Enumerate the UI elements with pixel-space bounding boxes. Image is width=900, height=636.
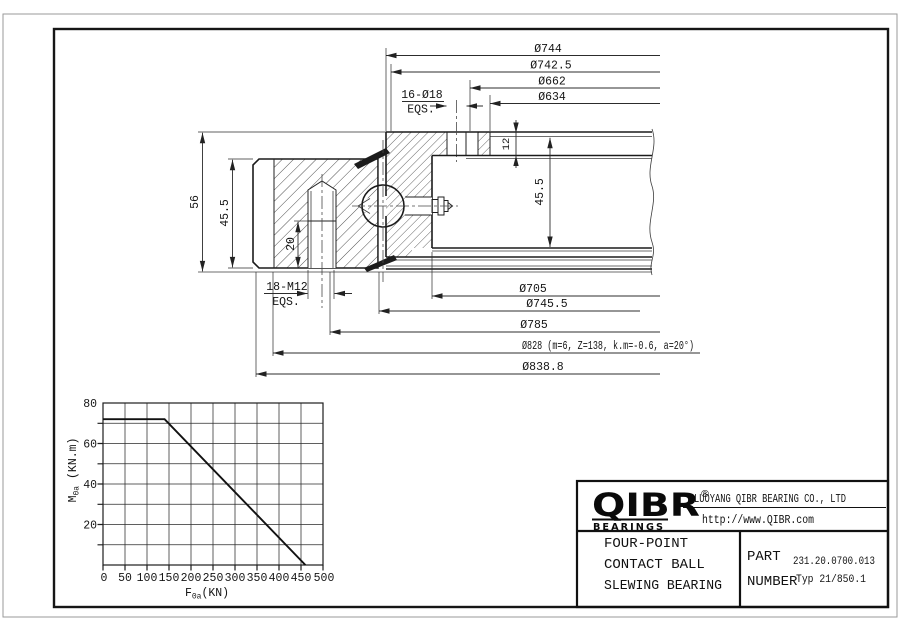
dim-label-745-5: Ø745.5 — [526, 298, 568, 311]
dim-label-20: 20 — [285, 237, 298, 251]
x-tick-50: 50 — [118, 572, 132, 585]
top-hole-eqs-label: EQS. — [407, 104, 435, 117]
product-name-line1: FOUR-POINT — [604, 536, 688, 552]
x-tick-400: 400 — [269, 572, 290, 585]
y-tick-60: 60 — [83, 439, 97, 452]
inner-ring-hatch — [386, 132, 447, 257]
y-tick-20: 20 — [83, 520, 97, 533]
dim-label-45-5-left: 45.5 — [219, 199, 232, 227]
dim-label-662: Ø662 — [538, 76, 566, 89]
x-tick-0: 0 — [101, 572, 108, 585]
top-seal — [354, 148, 390, 169]
dim-label-785: Ø785 — [520, 319, 548, 332]
x-axis-label: F0a(KN) — [185, 587, 229, 602]
dimension-annotations: Ø744 Ø742.5 Ø662 Ø634 16-Ø18 EQS. 56 45.… — [189, 43, 700, 377]
dim-label-744: Ø744 — [534, 43, 562, 56]
dim-label-56: 56 — [189, 195, 202, 209]
top-hole-count-label: 16-Ø18 — [401, 89, 443, 102]
y-tick-40: 40 — [83, 479, 97, 492]
bottom-hole-count-label: 18-M12 — [266, 281, 308, 294]
dim-label-742-5: Ø742.5 — [530, 60, 572, 73]
x-tick-250: 250 — [203, 572, 224, 585]
part-number-value: 231.20.0700.013 — [793, 556, 875, 568]
company-website: http://www.QIBR.com — [702, 513, 814, 527]
product-name-line2: CONTACT BALL — [604, 557, 705, 573]
bearing-cross-section — [198, 100, 655, 308]
x-tick-300: 300 — [225, 572, 246, 585]
dim-label-838-8: Ø838.8 — [522, 361, 564, 374]
qibr-logo: QIBR ® BEARINGS — [592, 486, 710, 533]
static-load-chart: 80 60 40 20 0 50 100 150 200 250 300 350… — [67, 398, 334, 602]
dim-label-705: Ø705 — [519, 283, 547, 296]
paper-border — [2, 13, 898, 618]
x-tick-350: 350 — [247, 572, 268, 585]
y-axis-label: M0a (KN.m) — [67, 438, 82, 503]
x-tick-100: 100 — [137, 572, 158, 585]
y-tick-80: 80 — [83, 398, 97, 411]
logo-subtext: BEARINGS — [593, 522, 665, 533]
x-tick-500: 500 — [314, 572, 335, 585]
company-name: LUOYANG QIBR BEARING CO., LTD — [694, 492, 846, 506]
type-code-value: Typ 21/850.1 — [796, 574, 866, 586]
registered-mark: ® — [700, 489, 710, 500]
dim-label-45-5-right: 45.5 — [534, 178, 547, 206]
logo-wordmark: QIBR — [592, 486, 700, 524]
outer-ring-outline — [252, 158, 379, 269]
dim-label-12: 12 — [501, 138, 513, 151]
part-label-line1: PART — [747, 549, 781, 565]
title-block: QIBR ® BEARINGS LUOYANG QIBR BEARING CO.… — [575, 479, 890, 609]
dim-label-634: Ø634 — [538, 91, 566, 104]
x-tick-450: 450 — [291, 572, 312, 585]
x-tick-200: 200 — [181, 572, 202, 585]
product-name-line3: SLEWING BEARING — [604, 578, 722, 594]
part-label-line2: NUMBER — [747, 574, 798, 590]
x-tick-150: 150 — [159, 572, 180, 585]
dim-label-828-gear: Ø828 (m=6, Z=138, k.m=-0.6, a=20°) — [522, 340, 694, 353]
bottom-seal — [364, 255, 397, 272]
bottom-hole-eqs-label: EQS. — [272, 296, 300, 309]
break-line — [649, 128, 655, 276]
load-curve — [103, 418, 307, 566]
